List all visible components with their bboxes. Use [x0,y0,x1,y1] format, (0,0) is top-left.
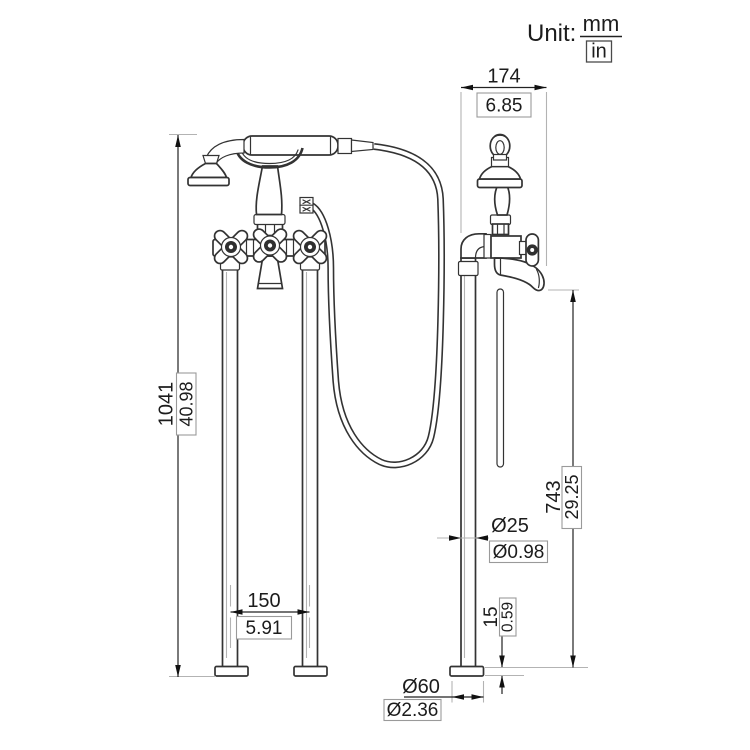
dim-743-in: 29.25 [562,474,582,519]
dim-base-diameter: Ø60 Ø2.36 [383,676,485,722]
dim-174-mm: 174 [487,66,520,88]
unit-legend: Unit: mm in [527,11,622,63]
dim-base-height: 15 0.59 [481,597,517,694]
floor-bases [214,665,328,677]
dim-1041-in: 40.98 [176,381,196,426]
side-standpipe [449,257,485,677]
side-handle [518,233,540,267]
unit-label: Unit: [527,20,576,47]
dim-174-in: 6.85 [486,96,523,117]
handshower-front [187,135,374,187]
dim-1041-mm: 1041 [156,382,178,427]
dim-150-in: 5.91 [246,618,283,639]
dim-25-mm: Ø25 [491,515,529,537]
tub-spout-front [256,255,284,290]
side-view-faucet [449,133,545,677]
dim-60-mm: Ø60 [402,676,440,698]
side-handshower [476,133,523,236]
front-view-faucet [187,135,445,677]
dim-15-mm: 15 [481,606,502,627]
side-hose [496,288,505,468]
shower-hose [309,143,445,469]
cradle [234,147,304,169]
dim-pipe-spacing: 150 5.91 [229,585,311,648]
dim-spout-height: 743 29.25 [485,289,588,677]
unit-in-label: in [591,41,607,63]
dim-150-mm: 150 [247,590,280,612]
dim-25-in: Ø0.98 [493,542,545,563]
dim-pipe-diameter: Ø25 Ø0.98 [437,515,549,564]
dim-743-mm: 743 [543,480,565,513]
dim-15-in: 0.59 [499,602,516,632]
dim-top-depth: 174 6.85 [460,66,548,266]
unit-mm-label: mm [583,11,620,36]
dim-overall-height: 1041 40.98 [156,133,216,678]
hose-fitting [299,196,314,214]
dim-60-in: Ø2.36 [387,700,439,721]
unit-in-box [585,40,613,63]
side-body [460,232,522,259]
showerhead-bell [189,162,228,179]
